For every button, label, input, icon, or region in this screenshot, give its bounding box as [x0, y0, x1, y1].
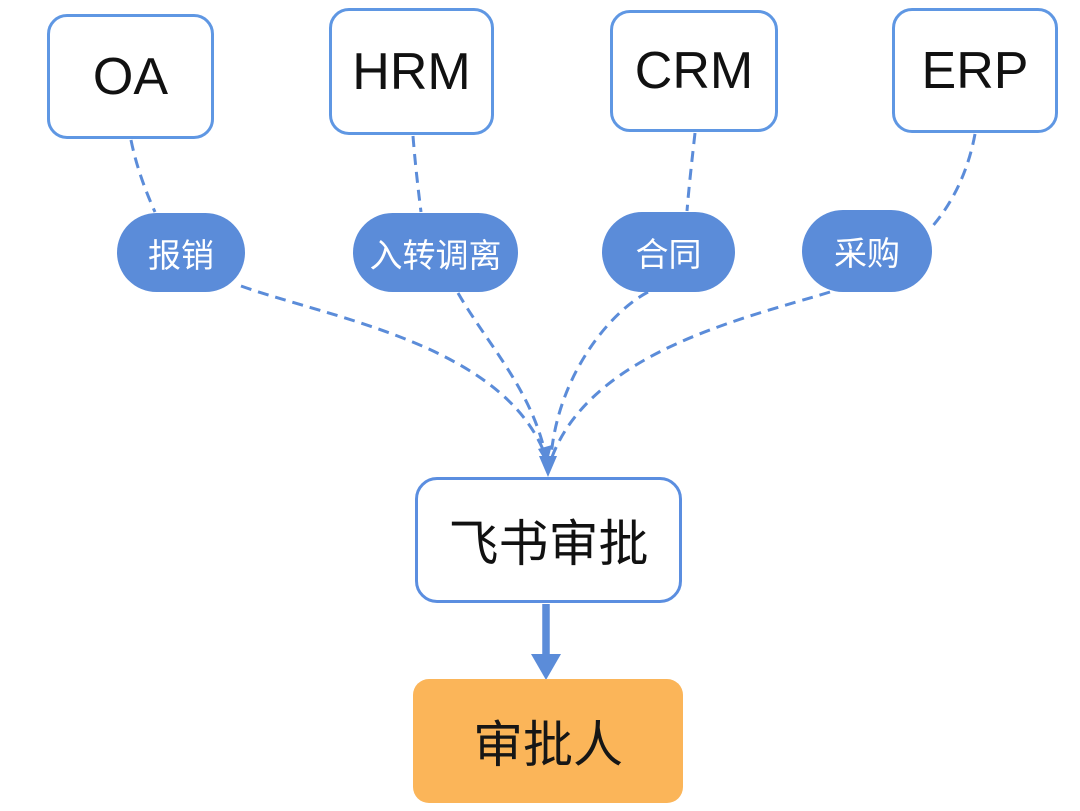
connector-oa-to-baoxiao [129, 139, 157, 213]
connector-baoxiao-to-hub [240, 284, 548, 458]
pill-baoxiao: 报销 [117, 213, 245, 292]
converge-arrowhead-icon [539, 456, 557, 477]
pill-caigou: 采购 [802, 210, 932, 292]
pill-baoxiao-label: 报销 [148, 235, 214, 275]
node-oa: OA [47, 14, 214, 139]
connector-erp-to-caigou [929, 133, 977, 229]
node-approver: 审批人 [413, 679, 683, 803]
connector-caigou-to-hub [550, 290, 831, 458]
node-erp-label: ERP [921, 41, 1029, 100]
node-hrm-label: HRM [352, 42, 471, 101]
connector-hrm-to-ruzhuandiaoli [411, 135, 423, 213]
pill-hetong: 合同 [602, 212, 735, 292]
node-feishu-approval-label: 飞书审批 [448, 515, 649, 573]
node-hrm: HRM [329, 8, 494, 135]
connector-ruzhuandiaoli-to-hub [456, 292, 548, 458]
converge-arrowhead-secondary-icon [538, 445, 552, 464]
node-erp: ERP [892, 8, 1058, 133]
connector-crm-to-hetong [685, 132, 697, 212]
node-approver-label: 审批人 [473, 716, 623, 774]
pill-ruzhuandiaoli: 入转调离 [353, 213, 518, 292]
node-oa-label: OA [92, 47, 169, 106]
node-crm-label: CRM [634, 42, 754, 100]
pill-hetong-label: 合同 [635, 235, 702, 274]
arrow-hub-to-approver-head-icon [531, 654, 561, 680]
pill-ruzhuandiaoli-label: 入转调离 [369, 235, 502, 275]
connector-hetong-to-hub [549, 290, 649, 458]
pill-caigou-label: 采购 [834, 234, 900, 273]
node-feishu-approval-hub: 飞书审批 [415, 477, 682, 603]
node-crm: CRM [610, 10, 778, 132]
